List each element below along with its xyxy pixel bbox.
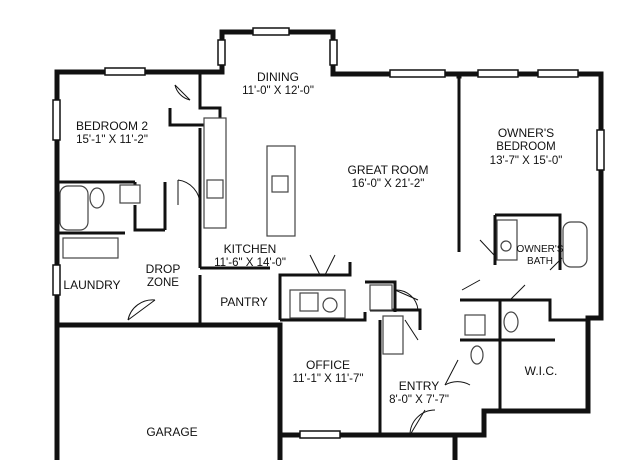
room-dimensions: 11'-0" X 12'-0" bbox=[242, 85, 314, 97]
room-name: OWNER'S bbox=[516, 244, 564, 255]
room-name: DINING bbox=[256, 70, 299, 84]
room-name-line2: BATH bbox=[527, 256, 553, 267]
room-name: OWNER'S bbox=[497, 126, 555, 140]
room-name: BEDROOM 2 bbox=[75, 119, 149, 133]
room-name-line2: BEDROOM bbox=[496, 141, 556, 153]
room-owners-bedroom: OWNER'S BEDROOM 13'-7" X 15'-0" bbox=[490, 126, 563, 168]
kitchen-sink bbox=[271, 175, 289, 193]
room-kitchen: KITCHEN 11'-6" X 14'-0" bbox=[214, 242, 286, 270]
room-laundry: LAUNDRY bbox=[63, 278, 120, 292]
room-dimensions: 16'-0" X 21'-2" bbox=[351, 178, 425, 190]
room-dining: DINING 11'-0" X 12'-0" bbox=[242, 70, 314, 98]
tub-bed2 bbox=[59, 185, 89, 231]
room-name: GARAGE bbox=[146, 425, 198, 439]
room-drop-zone: DROP ZONE bbox=[146, 262, 181, 290]
washer-dryer bbox=[62, 237, 119, 259]
room-dimensions: 8'-0" X 7'-7" bbox=[389, 394, 449, 406]
room-name: DROP bbox=[145, 262, 181, 276]
range bbox=[206, 179, 224, 199]
powder-vanity bbox=[464, 314, 486, 336]
interior-walls bbox=[57, 72, 588, 435]
room-name-line2: ZONE bbox=[147, 277, 179, 289]
room-dimensions: 13'-7" X 15'-0" bbox=[489, 155, 563, 167]
room-name: W.I.C. bbox=[524, 364, 558, 378]
room-garage: GARAGE bbox=[146, 425, 197, 439]
room-entry: ENTRY 8'-0" X 7'-7" bbox=[389, 379, 449, 407]
room-name: OFFICE bbox=[305, 358, 350, 372]
room-dimensions: 11'-6" X 14'-0" bbox=[214, 257, 286, 269]
closet bbox=[382, 315, 404, 355]
owners-toilet bbox=[503, 311, 519, 333]
room-dimensions: 15'-1" X 11'-2" bbox=[76, 134, 148, 146]
room-owners-bath: OWNER'S BATH bbox=[517, 244, 564, 268]
room-dimensions: 11'-1" X 11'-7" bbox=[292, 373, 364, 385]
toilet-bed2 bbox=[89, 187, 105, 209]
coat-closet bbox=[369, 284, 393, 311]
powder-toilet bbox=[470, 345, 484, 365]
windows bbox=[52, 27, 605, 439]
room-name: ENTRY bbox=[398, 379, 440, 393]
room-name: LAUNDRY bbox=[63, 278, 121, 292]
room-bedroom2: BEDROOM 2 15'-1" X 11'-2" bbox=[76, 119, 148, 147]
kitchen-counter bbox=[203, 117, 227, 229]
room-name: GREAT ROOM bbox=[347, 163, 429, 177]
doors bbox=[127, 84, 563, 436]
fixtures bbox=[59, 117, 588, 365]
room-pantry: PANTRY bbox=[220, 295, 268, 309]
room-name: KITCHEN bbox=[223, 242, 277, 256]
owners-tub bbox=[562, 221, 588, 268]
room-name: PANTRY bbox=[220, 295, 268, 309]
vanity-bed2 bbox=[119, 184, 141, 204]
room-office: OFFICE 11'-1" X 11'-7" bbox=[293, 358, 364, 386]
room-great-room: GREAT ROOM 16'-0" X 21'-2" bbox=[348, 163, 429, 191]
pantry-box bbox=[299, 292, 319, 312]
room-wic: W.I.C. bbox=[525, 364, 558, 378]
owners-vanity bbox=[496, 219, 518, 261]
